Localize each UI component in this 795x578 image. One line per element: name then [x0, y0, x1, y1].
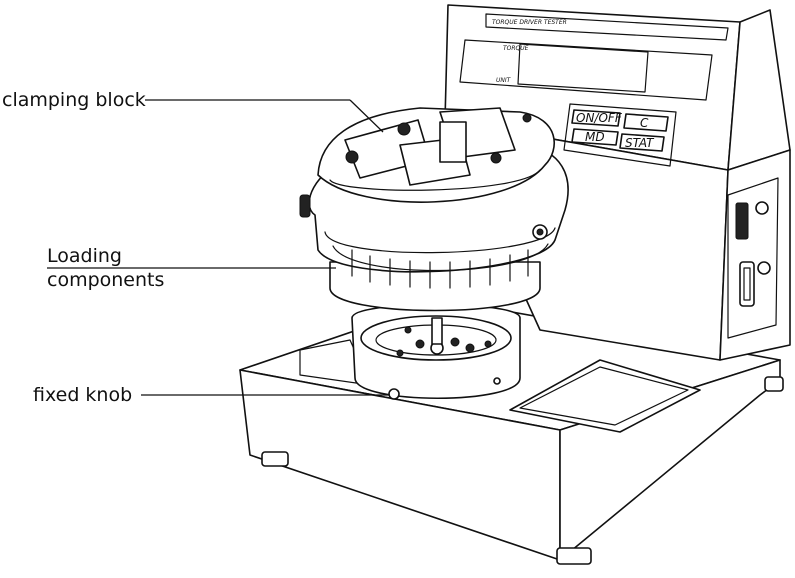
chuck-side-tab-left	[299, 194, 311, 218]
chuck-lower-body	[329, 261, 541, 312]
c-button-label: C	[640, 116, 649, 130]
callout-fixed-knob-label: fixed knob	[33, 384, 132, 406]
foot-front	[556, 547, 592, 565]
on-off-button-shape	[571, 109, 621, 127]
side-panel	[727, 177, 779, 339]
stat-button[interactable]: STAT	[619, 133, 665, 152]
base-tray-inner	[519, 366, 689, 426]
on-off-button[interactable]: ON/OFF	[571, 109, 623, 127]
holder-screw	[493, 377, 501, 385]
clamp-screw-rear	[522, 113, 532, 123]
base-recess-left	[299, 339, 371, 386]
loading-components	[299, 107, 569, 312]
md-button-label: MD	[585, 130, 605, 144]
chuck-ring-rim-lower	[332, 243, 549, 272]
clamp-insert	[439, 121, 467, 163]
md-button[interactable]: MD	[571, 128, 619, 146]
foot-right	[764, 376, 784, 392]
power-switch[interactable]	[735, 202, 749, 240]
c-button-shape	[623, 113, 669, 132]
clamp-screw-right	[490, 152, 502, 164]
display-torque-label: TORQUE	[503, 45, 529, 52]
on-off-button-label: ON/OFF	[576, 111, 623, 125]
callout-clamping-block-label: clamping block	[2, 89, 146, 111]
stat-button-label: STAT	[625, 136, 655, 150]
callout-loading-label-line1: Loading	[47, 245, 122, 267]
fixed-knob[interactable]	[388, 388, 400, 400]
base-tray-right	[509, 359, 701, 433]
callout-fixed-knob: fixed knob	[33, 384, 390, 406]
md-button-shape	[571, 128, 619, 146]
stat-button-shape	[619, 133, 665, 152]
chuck-top-edge	[329, 169, 541, 191]
tower-body-right	[719, 149, 791, 361]
keypad-frame	[563, 103, 677, 167]
leader-line	[349, 99, 384, 133]
display-screen	[517, 43, 649, 93]
connector-jack	[757, 261, 771, 275]
callout-clamping-block: clamping block	[2, 89, 384, 133]
title-strip	[485, 13, 729, 41]
fuse-holder	[755, 201, 769, 215]
display-outer	[459, 39, 713, 101]
clamp-screw-top	[397, 122, 411, 136]
lower-holder	[351, 303, 521, 400]
clamp-screw-left	[345, 150, 359, 164]
callout-loading-label-line2: components	[47, 269, 164, 291]
panel-title: TORQUE DRIVER TESTER	[492, 19, 567, 26]
drive-shaft	[431, 317, 443, 345]
foot-left	[261, 451, 289, 467]
serial-port-pins	[743, 267, 751, 301]
c-button[interactable]: C	[623, 113, 669, 132]
clamping-block	[344, 107, 532, 186]
callout-loading-components: Loading components	[47, 245, 336, 291]
display-unit-label: UNIT	[496, 77, 512, 84]
chuck-ridges	[351, 249, 529, 289]
